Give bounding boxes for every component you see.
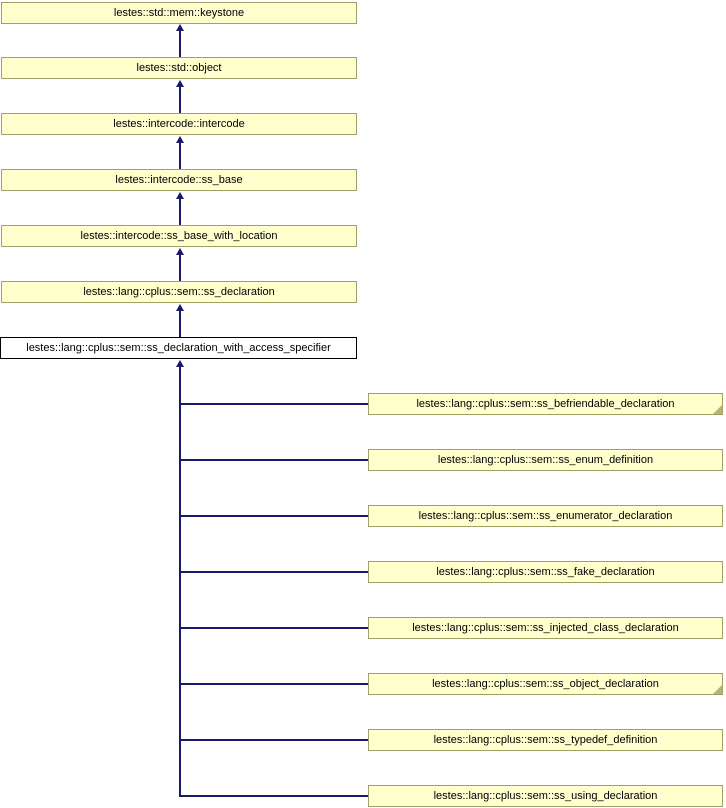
inheritance-arrowhead [176,304,184,311]
class-node-label: lestes::lang::cplus::sem::ss_injected_cl… [412,622,679,634]
derived-trunk-edge [179,367,181,797]
class-node-label: lestes::lang::cplus::sem::ss_declaration [83,286,275,298]
class-node-ss-base[interactable]: lestes::intercode::ss_base [1,169,357,191]
class-node-label: lestes::lang::cplus::sem::ss_befriendabl… [416,398,675,410]
class-node-label: lestes::lang::cplus::sem::ss_fake_declar… [436,566,655,578]
inheritance-edge [179,87,181,113]
class-node-label: lestes::lang::cplus::sem::ss_object_decl… [432,678,659,690]
class-node-ss-enum-definition[interactable]: lestes::lang::cplus::sem::ss_enum_defini… [368,449,723,471]
class-node-label: lestes::std::mem::keystone [113,7,245,19]
inheritance-arrowhead [176,248,184,255]
class-node-label: lestes::std::object [136,62,222,74]
derived-branch-edge [180,795,368,797]
inheritance-edge [179,143,181,169]
inheritance-edge [179,311,181,337]
class-node-label: lestes::intercode::ss_base_with_location [80,230,278,242]
derived-branch-edge [180,627,368,629]
class-node-ss-typedef-definition[interactable]: lestes::lang::cplus::sem::ss_typedef_def… [368,729,723,751]
derived-branch-edge [180,571,368,573]
inheritance-arrowhead [176,80,184,87]
inheritance-arrowhead [176,192,184,199]
derived-branch-edge [180,459,368,461]
class-node-ss-fake-declaration[interactable]: lestes::lang::cplus::sem::ss_fake_declar… [368,561,723,583]
inheritance-edge [179,255,181,281]
derived-branch-edge [180,515,368,517]
class-node-label: lestes::lang::cplus::sem::ss_declaration… [26,342,331,354]
derived-branch-edge [180,683,368,685]
inheritance-arrowhead [176,136,184,143]
class-node-ss-injected-class-declaration[interactable]: lestes::lang::cplus::sem::ss_injected_cl… [368,617,723,639]
class-node-ss-object-declaration[interactable]: lestes::lang::cplus::sem::ss_object_decl… [368,673,723,695]
inheritance-arrowhead [176,360,184,367]
class-node-ss-befriendable-declaration[interactable]: lestes::lang::cplus::sem::ss_befriendabl… [368,393,723,415]
derived-branch-edge [180,739,368,741]
class-node-ss-using-declaration[interactable]: lestes::lang::cplus::sem::ss_using_decla… [368,785,723,807]
class-node-ss-declaration-with-access-specifier: lestes::lang::cplus::sem::ss_declaration… [0,337,357,359]
derived-branch-edge [180,403,368,405]
class-node-keystone[interactable]: lestes::std::mem::keystone [1,2,357,24]
class-node-ss-base-with-location[interactable]: lestes::intercode::ss_base_with_location [1,225,357,247]
inheritance-edge [179,31,181,57]
class-node-label: lestes::lang::cplus::sem::ss_typedef_def… [433,734,658,746]
has-subclasses-fold-icon [713,685,722,694]
class-node-object[interactable]: lestes::std::object [1,57,357,79]
inheritance-edge [179,199,181,225]
class-node-ss-enumerator-declaration[interactable]: lestes::lang::cplus::sem::ss_enumerator_… [368,505,723,527]
class-node-label: lestes::intercode::intercode [113,118,245,130]
class-node-intercode[interactable]: lestes::intercode::intercode [1,113,357,135]
inheritance-arrowhead [176,24,184,31]
has-subclasses-fold-icon [713,405,722,414]
class-node-label: lestes::lang::cplus::sem::ss_enumerator_… [418,510,673,522]
class-node-label: lestes::lang::cplus::sem::ss_enum_defini… [437,454,654,466]
class-node-ss-declaration[interactable]: lestes::lang::cplus::sem::ss_declaration [1,281,357,303]
class-node-label: lestes::intercode::ss_base [115,174,243,186]
class-node-label: lestes::lang::cplus::sem::ss_using_decla… [433,790,658,802]
